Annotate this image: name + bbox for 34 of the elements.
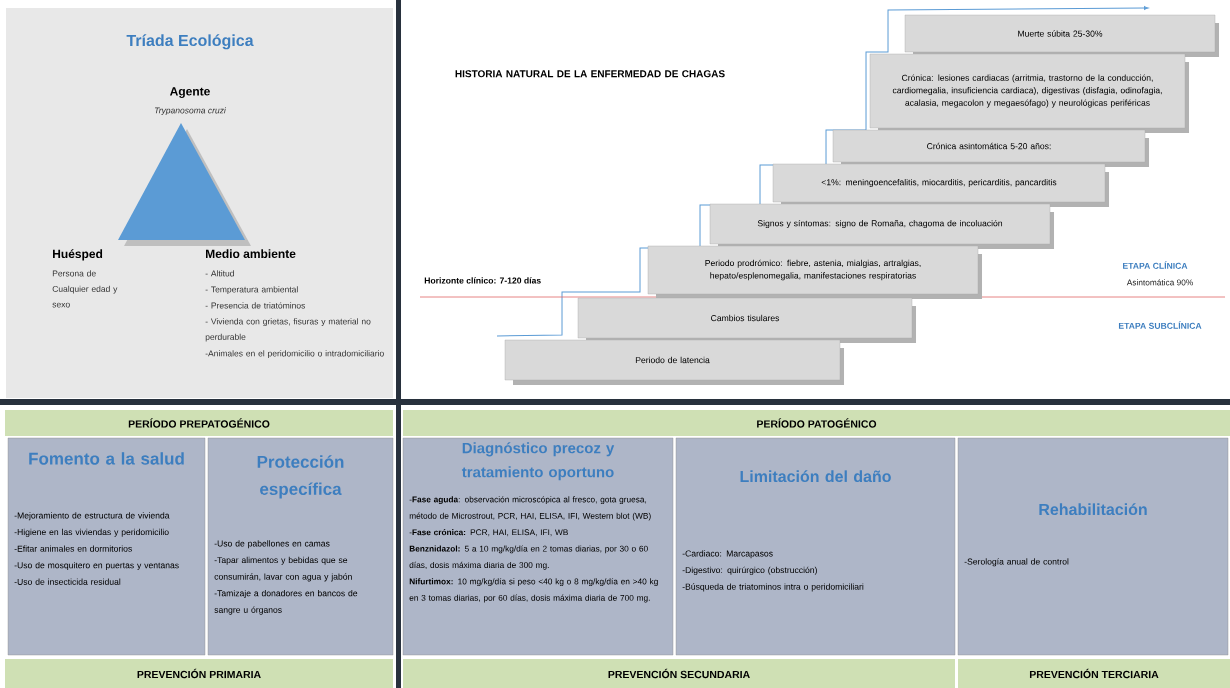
stage-label: ETAPA CLÍNICA bbox=[1123, 261, 1188, 269]
list-item: - Temperatura ambiental bbox=[205, 286, 298, 295]
step-box: Periodo de latencia bbox=[504, 339, 844, 385]
step-box: Muerte súbita 25-30% bbox=[904, 14, 1219, 57]
step-box: <1%: meningoencefalitis, miocarditis, pericarditis, pancarditis bbox=[772, 163, 1109, 207]
label-text: Agente bbox=[169, 87, 210, 98]
header-band: PREVENCIÓN TERCIARIA bbox=[958, 659, 1230, 688]
step-box: Crónica: lesiones cardiacas (arritmia, trastorno de la conducción, cardiomegalia, insuficiencia cardiaca), digestivas (disfagia, odinofagia, acalasia, megacolon y megaesófago) y neurológicas periféricas bbox=[869, 53, 1189, 133]
label-text: Asintomática 90% bbox=[1126, 279, 1193, 286]
info-card: Fomento a la salud -Mejoramiento de estructura de vivienda -Higiene en las viviendas y peridomicilio -Efitar animales en dormitorios -Uso de mosquitero en puertas y ventanas -Uso de insecticida residual bbox=[7, 437, 206, 656]
info-card: Diagnóstico precoz y tratamiento oportuno -Fase aguda: observación microscópica al fresco, gota gruesa, método de Microstrout, PCR, HAI, ELISA, IFI, Western blot (WB) -Fase crónica: PCR, HAI, ELISA, IFI, WB Benznidazol: 5 a 10 mg/kg/día en 2 tomas diarias, por 30 o 60 días, dosis máxima diaria de 300 mg. Nifurtimox: 10 mg/kg/día si peso <40 kg o 8 mg/kg/día en >40 kg en 3 tomas diarias, por 60 días, dosis máxima diaria de 700 mg. bbox=[402, 437, 674, 656]
heading: Tríada Ecológica bbox=[126, 34, 254, 50]
label-text: Huésped bbox=[53, 249, 103, 261]
header-band: PREVENCIÓN SECUNDARIA bbox=[403, 659, 955, 688]
header-band: PERÍODO PREPATOGÉNICO bbox=[5, 410, 393, 436]
step-box: Periodo prodrómico: fiebre, astenia, mialgias, artralgias, hepato/esplenomegalia, manifestaciones respiratorias bbox=[647, 245, 982, 299]
step-box: Signos y síntomas: signo de Romaña, chagoma de incoluación bbox=[709, 203, 1054, 249]
description-text: Persona de Cualquier edad y sexo bbox=[52, 270, 118, 308]
heading: HISTORIA NATURAL DE LA ENFERMEDAD DE CHAGAS bbox=[455, 70, 725, 78]
stage-label: ETAPA SUBCLÍNICA bbox=[1118, 321, 1202, 329]
label-text: Medio ambiente bbox=[206, 249, 296, 258]
label-text: Horizonte clínico: 7-120 días bbox=[424, 277, 541, 284]
list-item: - Vivienda con grietas, fisuras y material no perdurable bbox=[205, 318, 371, 342]
info-card: Protección específica -Uso de pabellones en camas -Tapar alimentos y bebidas que se consumirán, lavar con agua y jabón -Tamizaje a donadores en bancos de sangre u órganos bbox=[207, 437, 394, 656]
list-item: - Altitud bbox=[205, 270, 234, 277]
list-item: -Animales en el peridomicilio o intradomiciliario bbox=[205, 350, 384, 359]
header-band: PREVENCIÓN PRIMARIA bbox=[5, 659, 393, 688]
header-band: PERÍODO PATOGÉNICO bbox=[403, 410, 1230, 436]
label-text: Trypanosoma cruzi bbox=[154, 107, 226, 116]
step-box: Crónica asintomática 5-20 años: bbox=[832, 129, 1149, 167]
list-item: - Presencia de triatóminos bbox=[205, 302, 305, 309]
info-card: Limitación del daño -Cardiaco: Marcapasos -Digestivo: quirúrgico (obstrucción) -Búsqueda de triatominos intra o peridomiciliari bbox=[675, 437, 956, 656]
step-box: Cambios tisulares bbox=[577, 297, 916, 343]
info-card: Rehabilitación -Serología anual de control bbox=[957, 437, 1229, 656]
